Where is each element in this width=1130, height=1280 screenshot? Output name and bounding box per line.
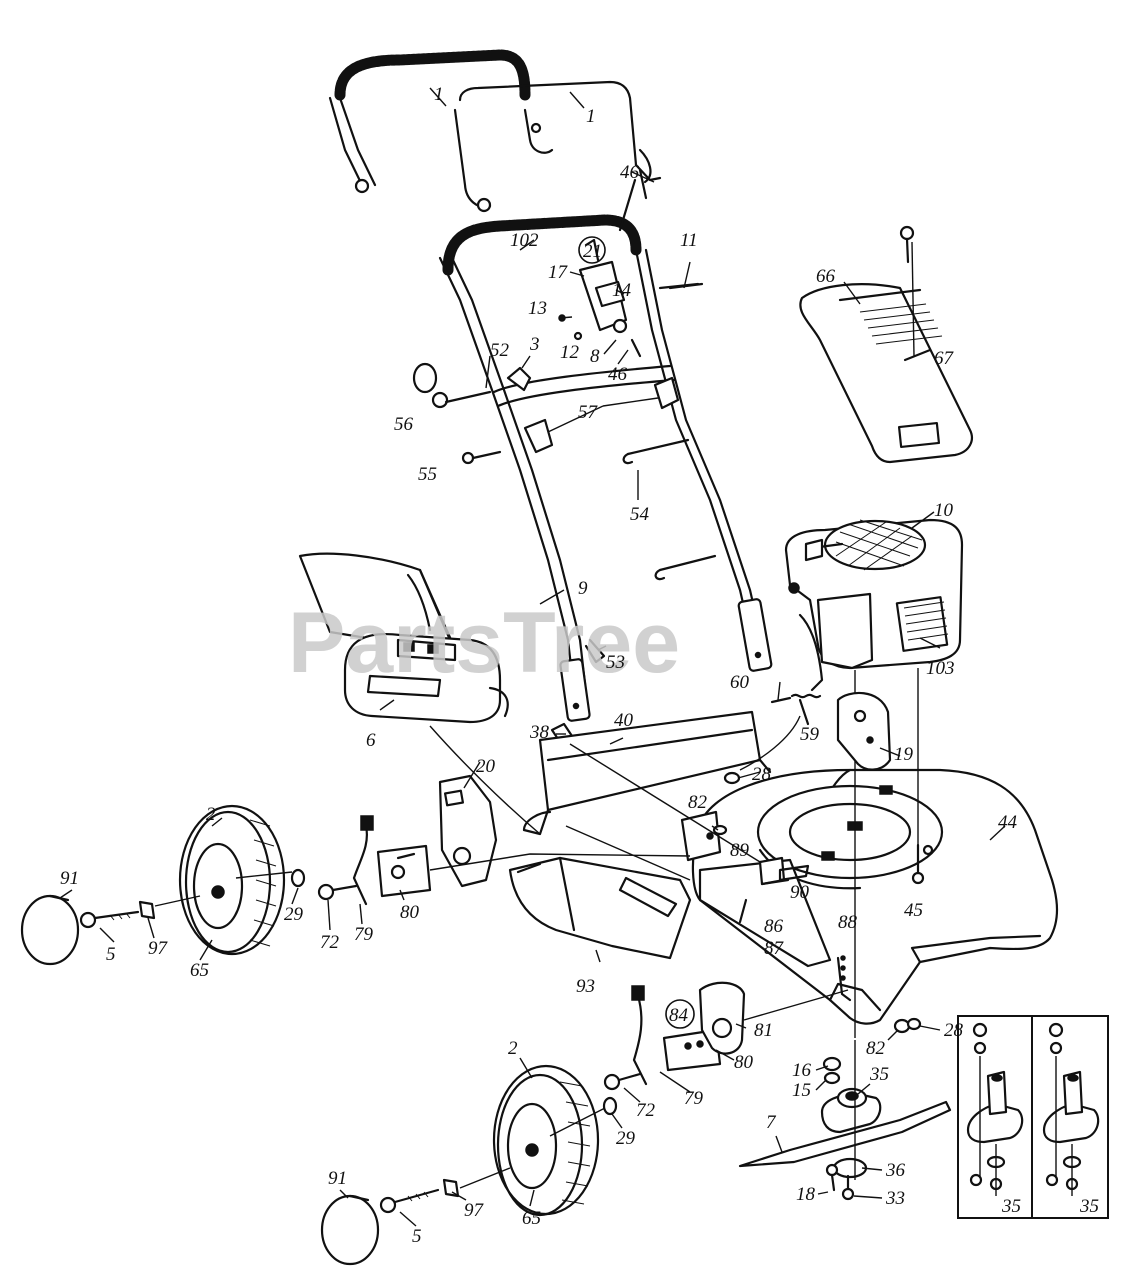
callout-38: 38 (529, 722, 550, 743)
callout-14: 14 (612, 280, 632, 301)
callout-3: 3 (529, 334, 540, 355)
cover-vents (859, 303, 943, 345)
lower-callout-leaders (59, 817, 941, 1227)
callout-87: 87 (764, 938, 785, 959)
callout-9: 9 (578, 578, 588, 599)
callout-80-upper: 80 (400, 902, 420, 923)
callout-28-lower: 28 (944, 1020, 964, 1041)
callout-40: 40 (614, 710, 634, 731)
callout-35-inset-right: 35 (1079, 1196, 1099, 1217)
callout-81: 81 (754, 1020, 773, 1041)
height-bracket-19 (836, 691, 892, 771)
callout-59: 59 (800, 724, 820, 745)
callout-28-top: 28 (752, 764, 772, 785)
upper-handle (328, 49, 662, 213)
callout-65-upper: 65 (190, 960, 209, 981)
callout-57: 57 (578, 402, 599, 423)
callout-1-handle: 1 (586, 106, 596, 127)
callout-72-upper: 72 (320, 932, 340, 953)
callout-2-upper: 2 (206, 804, 216, 825)
callout-84-circle (665, 999, 695, 1029)
callout-82-lower: 82 (866, 1038, 886, 1059)
callout-82-top: 82 (688, 792, 708, 813)
callout-56: 56 (394, 414, 414, 435)
callout-72-lower: 72 (636, 1100, 656, 1121)
callout-53: 53 (606, 652, 625, 673)
callout-33: 33 (885, 1188, 905, 1209)
callout-5-lower: 5 (412, 1226, 422, 1247)
callout-60: 60 (730, 672, 750, 693)
callout-7: 7 (766, 1112, 777, 1133)
engine (784, 225, 973, 670)
callout-2-lower: 2 (508, 1038, 518, 1059)
callout-55: 55 (418, 464, 437, 485)
callout-29-upper: 29 (284, 904, 304, 925)
rear-flap (508, 856, 692, 960)
callout-12: 12 (560, 342, 580, 363)
engine-flywheel-grille (835, 519, 923, 571)
callout-97-lower: 97 (464, 1200, 485, 1221)
callout-54: 54 (630, 504, 650, 525)
callout-1-grip: 1 (434, 84, 444, 105)
watermark-text: PartsTree (288, 595, 680, 691)
callout-35-blade: 35 (869, 1064, 889, 1085)
callout-90: 90 (790, 882, 810, 903)
callout-11: 11 (680, 230, 698, 251)
callout-16: 16 (792, 1060, 812, 1081)
callout-5-upper: 5 (106, 944, 116, 965)
callout-20: 20 (476, 756, 496, 777)
callout-80-lower: 80 (734, 1052, 754, 1073)
callout-46-mid: 46 (608, 364, 628, 385)
blade-assembly (738, 1040, 952, 1201)
callout-35-inset-left: 35 (1001, 1196, 1021, 1217)
rear-deflector (522, 710, 772, 836)
callout-21-circle (578, 236, 606, 264)
lower-handle (438, 178, 773, 722)
callout-44: 44 (998, 812, 1018, 833)
front-wheel-assembly (320, 981, 849, 1266)
callout-13: 13 (528, 298, 547, 319)
engine-fins (903, 601, 949, 641)
callout-97-upper: 97 (148, 938, 169, 959)
callout-89: 89 (730, 840, 750, 861)
callout-84: 84 (669, 1005, 689, 1026)
throttle-linkage (770, 613, 824, 726)
callout-8: 8 (590, 346, 600, 367)
rear-wheel-assembly (20, 804, 691, 966)
callout-93: 93 (576, 976, 595, 997)
throttle-control (558, 178, 700, 358)
callout-21: 21 (583, 241, 602, 262)
callout-79-lower: 79 (684, 1088, 704, 1109)
callout-86: 86 (764, 916, 784, 937)
callout-67: 67 (934, 348, 955, 369)
callout-52: 52 (490, 340, 510, 361)
callout-29-lower: 29 (616, 1128, 636, 1149)
callout-36: 36 (885, 1160, 906, 1181)
callout-66: 66 (816, 266, 836, 287)
callout-88: 88 (838, 912, 858, 933)
callout-labels: 1 1 46 11 102 21 17 14 13 12 8 46 52 3 5… (60, 84, 1099, 1247)
callout-102: 102 (510, 230, 539, 251)
callout-10: 10 (934, 500, 954, 521)
callout-17: 17 (548, 262, 569, 283)
callout-91-lower: 91 (328, 1168, 347, 1189)
callout-leaders (379, 87, 1006, 963)
callout-15: 15 (792, 1080, 811, 1101)
callout-103: 103 (926, 658, 955, 679)
mower-deck (680, 768, 1059, 1025)
callout-19: 19 (894, 744, 914, 765)
callout-18: 18 (796, 1184, 816, 1205)
callout-91-upper: 91 (60, 868, 79, 889)
height-bracket-20 (438, 774, 498, 888)
callout-65-lower: 65 (522, 1208, 541, 1229)
discharge-chute (298, 552, 509, 724)
callout-6: 6 (366, 730, 376, 751)
adapter-inset (957, 1015, 1109, 1219)
callout-46-top: 46 (620, 162, 640, 183)
callout-45: 45 (904, 900, 923, 921)
callout-79-upper: 79 (354, 924, 374, 945)
